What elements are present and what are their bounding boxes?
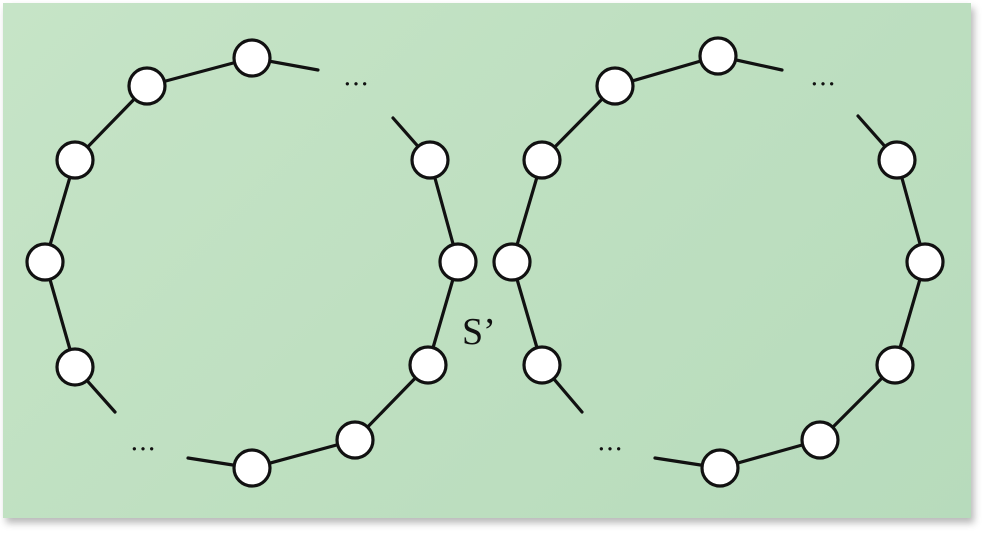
node [800,420,840,460]
left-cycle: … … [25,38,478,488]
node [698,36,738,76]
ellipsis-top-right: … [810,62,836,92]
node [492,242,532,282]
node [875,345,915,385]
node [522,140,562,180]
ellipsis-top-left: … [343,62,369,92]
right-cycle: … … [492,36,945,488]
node [127,66,167,106]
node [522,345,562,385]
node [25,242,65,282]
node [438,242,478,282]
node [905,242,945,282]
ellipsis-bottom-right: … [597,427,623,457]
node [877,140,917,180]
node [55,347,95,387]
node [232,448,272,488]
ellipsis-bottom-left: … [130,427,156,457]
node [232,38,272,78]
node [410,140,450,180]
node [335,420,375,460]
node [700,448,740,488]
s-prime-label: S’ [462,311,496,353]
node [408,345,448,385]
node [55,140,95,180]
node [595,66,635,106]
